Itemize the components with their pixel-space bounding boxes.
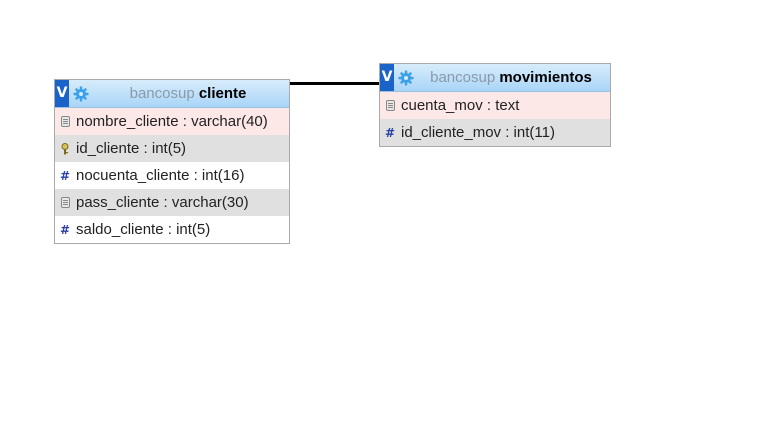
field-label: id_cliente : int(5) xyxy=(76,140,187,157)
numeric-field-icon: # xyxy=(59,222,71,237)
table-cliente[interactable]: V bancosup cliente xyxy=(54,79,290,244)
database-name: bancosup xyxy=(430,69,496,86)
field-row[interactable]: # id_cliente_mov : int(11) xyxy=(380,119,610,146)
table-name: movimientos xyxy=(499,69,592,86)
table-name: cliente xyxy=(198,85,247,102)
text-field-icon xyxy=(380,92,400,119)
field-label: pass_cliente : varchar(30) xyxy=(76,194,249,211)
primary-key-icon xyxy=(55,135,75,162)
table-title: bancosup movimientos xyxy=(418,64,610,91)
field-label: nombre_cliente : varchar(40) xyxy=(76,113,268,130)
field-label: saldo_cliente : int(5) xyxy=(76,221,211,238)
table-header-cliente[interactable]: V bancosup cliente xyxy=(55,80,289,108)
gear-icon[interactable] xyxy=(69,80,93,107)
text-field-icon xyxy=(55,108,75,135)
numeric-field-icon: # xyxy=(384,125,396,140)
table-header-movimientos[interactable]: V bancosup movimientos xyxy=(380,64,610,92)
table-movimientos[interactable]: V bancosup movimientos xyxy=(379,63,611,147)
collapse-toggle-button[interactable]: V xyxy=(55,80,69,107)
gear-icon[interactable] xyxy=(394,64,418,91)
numeric-field-icon: # xyxy=(59,168,71,183)
field-row[interactable]: nombre_cliente : varchar(40) xyxy=(55,108,289,135)
database-name: bancosup xyxy=(129,85,195,102)
field-row[interactable]: id_cliente : int(5) xyxy=(55,135,289,162)
table-title: bancosup cliente xyxy=(93,80,289,107)
field-label: cuenta_mov : text xyxy=(401,97,520,114)
collapse-toggle-button[interactable]: V xyxy=(380,64,394,91)
relation-line-cliente-movimientos xyxy=(289,82,380,85)
field-row[interactable]: # saldo_cliente : int(5) xyxy=(55,216,289,243)
field-label: nocuenta_cliente : int(16) xyxy=(76,167,245,184)
field-label: id_cliente_mov : int(11) xyxy=(401,124,555,141)
text-field-icon xyxy=(55,189,75,216)
field-row[interactable]: # nocuenta_cliente : int(16) xyxy=(55,162,289,189)
field-row[interactable]: cuenta_mov : text xyxy=(380,92,610,119)
field-row[interactable]: pass_cliente : varchar(30) xyxy=(55,189,289,216)
